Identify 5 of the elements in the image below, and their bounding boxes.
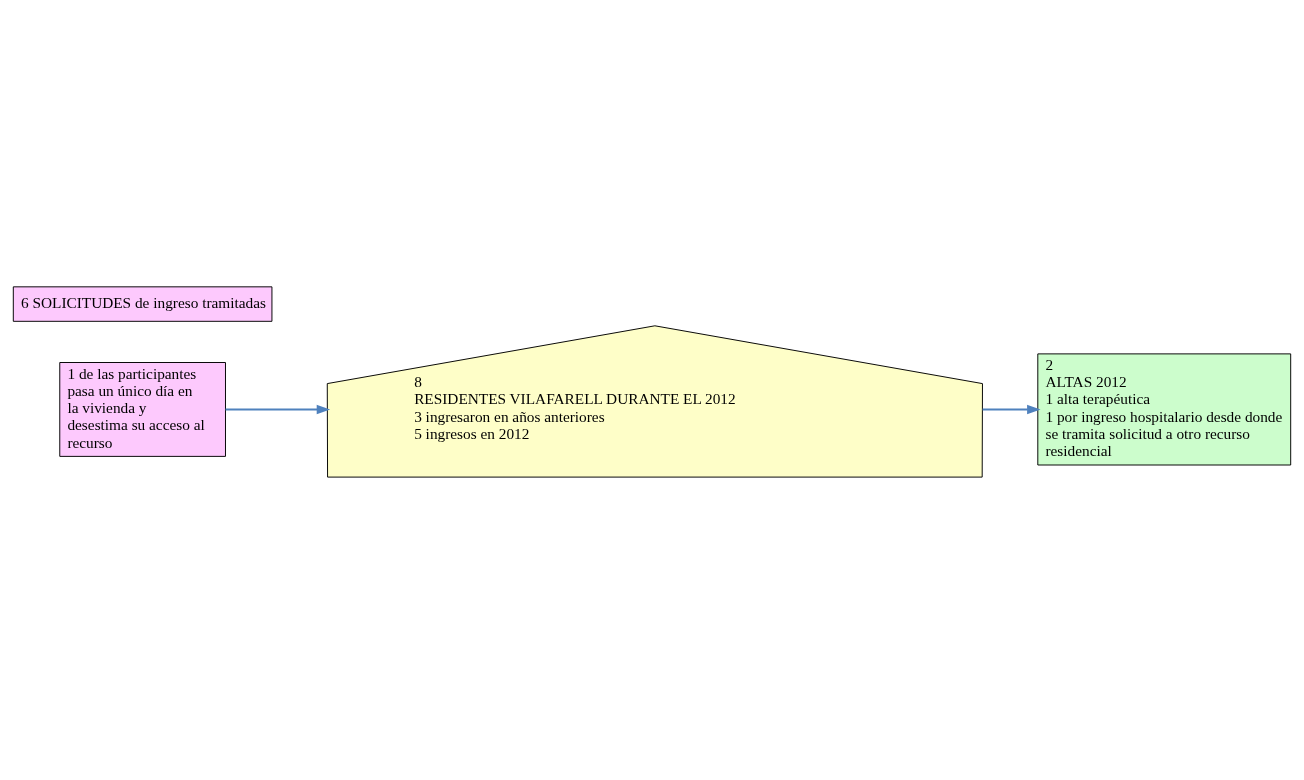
node-box: 1 de las participantes pasa un único día en la vivienda y desestima su acceso al recurso (59, 362, 226, 457)
arrow (224, 404, 331, 415)
node-box: 6 SOLICITUDES de ingreso tramitadas (12, 286, 273, 322)
arrow (981, 404, 1041, 415)
node-box: 2 ALTAS 2012 1 alta terapéutica 1 por ingreso hospitalario desde donde se tramita solicitud a otro recurso residencial (1037, 353, 1292, 466)
